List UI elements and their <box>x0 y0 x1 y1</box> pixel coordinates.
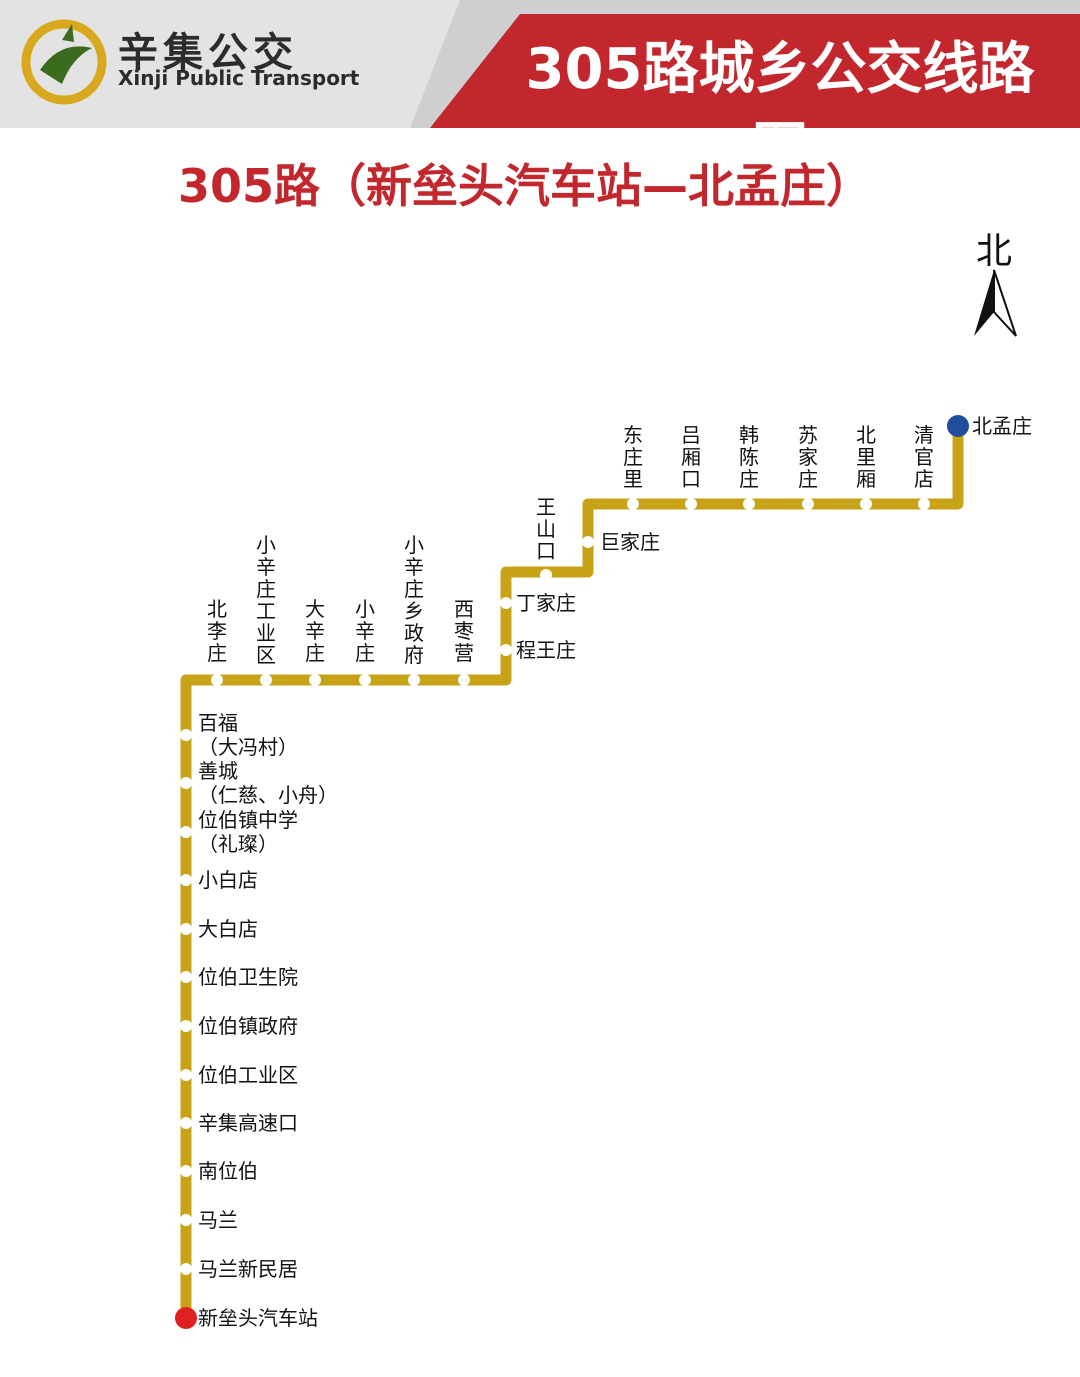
north-arrow-icon <box>974 269 1017 337</box>
deer-head-logo-icon <box>21 19 107 105</box>
stop-label: 程王庄 <box>516 638 576 662</box>
header-background <box>0 0 1080 128</box>
stop-dot <box>860 498 872 510</box>
stop-dot <box>408 674 420 686</box>
header-banner: 辛集公交 Xinji Public Transport 305路城乡公交线路图 <box>0 0 1080 182</box>
brand-name-en: Xinji Public Transport <box>118 66 360 90</box>
stop-dot <box>743 498 755 510</box>
stop-dot <box>180 826 192 838</box>
compass-north-label: 北 <box>975 231 1012 272</box>
banner-title: 305路城乡公交线路图 <box>525 37 1035 182</box>
stop-dot <box>918 498 930 510</box>
stop-dot <box>540 569 552 581</box>
brand-name-cn: 辛集公交 <box>118 30 298 76</box>
end-stop-dot <box>947 415 969 437</box>
stop-dot <box>309 674 321 686</box>
title-banner-shape <box>430 14 1080 128</box>
stop-dot <box>359 674 371 686</box>
stop-dot <box>180 1117 192 1129</box>
stop-dot <box>500 597 512 609</box>
stop-label: 巨家庄 <box>600 530 660 554</box>
stop-dot <box>180 1214 192 1226</box>
route-title: 305路（新垒头汽车站—北孟庄） <box>177 159 873 213</box>
stop-label: 小白店 <box>198 868 258 892</box>
stop-label: 位伯镇政府 <box>198 1014 298 1038</box>
stop-label: 丁家庄 <box>516 591 576 615</box>
stop-dot <box>180 777 192 789</box>
stop-label: 韩陈庄 <box>739 423 759 491</box>
start-stop-dot <box>175 1307 197 1329</box>
stop-dot <box>180 874 192 886</box>
stop-label: 位伯卫生院 <box>198 965 298 989</box>
stop-dot <box>627 498 639 510</box>
stop-label: 小辛庄乡政府 <box>404 533 424 667</box>
stop-label: 辛集高速口 <box>198 1111 298 1135</box>
stop-label: 小辛庄工业区 <box>256 533 276 667</box>
stop-label: 东庄里 <box>623 423 643 491</box>
stop-label: 善城（仁慈、小舟） <box>198 759 338 807</box>
stop-dot <box>180 923 192 935</box>
stop-label: 西枣营 <box>454 597 474 665</box>
stop-label: 马兰 <box>198 1208 238 1232</box>
stop-label: 百福（大冯村） <box>198 711 298 759</box>
stop-dot <box>180 1263 192 1275</box>
stop-label: 北里厢 <box>856 423 876 491</box>
stop-dot <box>180 1165 192 1177</box>
stop-label: 位伯镇中学（礼璨） <box>198 808 298 856</box>
stop-dot <box>180 971 192 983</box>
stop-label: 大白店 <box>198 917 258 941</box>
stop-label: 大辛庄 <box>305 597 325 665</box>
stop-label: 南位伯 <box>198 1159 258 1183</box>
stop-label: 马兰新民居 <box>198 1257 298 1281</box>
stop-label: 北李庄 <box>207 597 227 665</box>
stop-label: 小辛庄 <box>355 597 375 665</box>
stop-label: 北孟庄 <box>972 414 1032 438</box>
stop-dot <box>582 536 594 548</box>
stop-label: 位伯工业区 <box>198 1063 298 1087</box>
stop-dot <box>180 729 192 741</box>
stops-layer <box>175 415 969 1329</box>
stop-label: 吕厢口 <box>681 423 701 491</box>
stop-dot <box>685 498 697 510</box>
stop-dot <box>802 498 814 510</box>
stop-label: 清官店 <box>914 423 934 491</box>
stop-label: 王山口 <box>536 495 556 563</box>
stop-dot <box>180 1020 192 1032</box>
stop-label: 苏家庄 <box>798 423 818 491</box>
route-line <box>180 420 964 1324</box>
stop-label: 新垒头汽车站 <box>198 1306 318 1330</box>
stop-dot <box>211 674 223 686</box>
stop-dot <box>180 1069 192 1081</box>
stop-dot <box>458 674 470 686</box>
brand-bar-highlight <box>0 0 460 128</box>
stop-dot <box>500 644 512 656</box>
stop-dot <box>260 674 272 686</box>
